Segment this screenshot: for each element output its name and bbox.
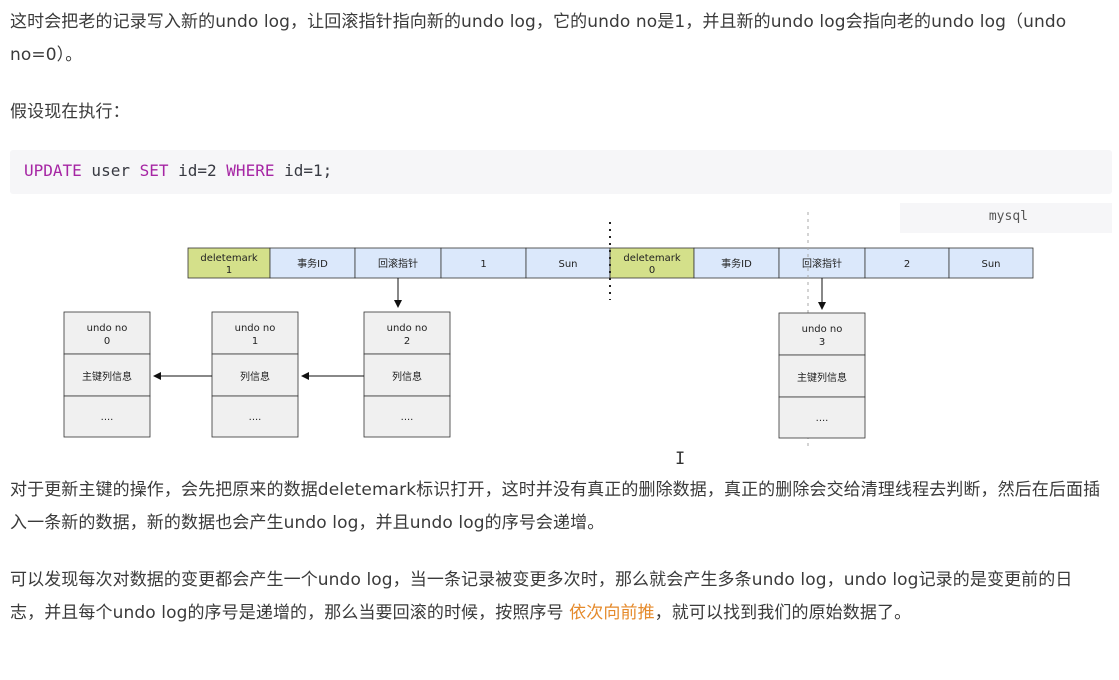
code-language-box: mysql [900,203,1112,233]
text-cursor-icon: I [675,449,686,469]
name-value: Sun [981,259,1000,270]
name-cell [525,247,611,279]
undo-more: .... [816,413,829,424]
paragraph-conclusion: 可以发现每次对数据的变更都会产生一个undo log，当一条记录被变更多次时，那… [10,564,1105,630]
undo-no-label: undo no [235,323,276,334]
deletemark-label: deletemark [200,253,257,264]
undo-log-0: undo no 0 主键列信息 .... [63,311,151,438]
keyword-update: UPDATE [24,161,82,180]
undo-log-3: undo no 3 主键列信息 .... [778,312,866,439]
rollptr-label: 回滚指针 [378,257,418,270]
deletemark-label: deletemark [623,253,680,264]
undo-no-value: 2 [404,336,410,347]
paragraph-update-primary-key: 对于更新主键的操作，会先把原来的数据deletemark标识打开，这时并没有真正… [10,480,1101,533]
undo-no-value: 1 [252,336,258,347]
record-row-old: deletemark 1 事务ID 回滚指针 1 Sun [187,247,611,279]
undo-more: .... [401,412,414,423]
name-value: Sun [558,259,577,270]
highlight-step-back: 依次向前推 [569,603,655,623]
undo-info: 主键列信息 [797,371,847,384]
undo-info: 主键列信息 [82,370,132,383]
id-value: 2 [904,259,910,270]
keyword-set: SET [139,161,169,180]
txid-label: 事务ID [297,257,328,270]
conclusion-text-a: 可以发现每次对数据的变更都会产生一个undo log，当一条记录被变更多次时，那… [10,570,1073,623]
undo-log-2: undo no 2 列信息 .... [363,311,451,438]
code-part-1: user [81,161,140,180]
record-row-new: deletemark 0 事务ID 回滚指针 2 Sun [609,247,1034,279]
rollptr-label: 回滚指针 [802,257,842,270]
undo-no-value: 3 [819,337,825,348]
undo-no-value: 0 [104,336,110,347]
code-language-label: mysql [988,209,1028,224]
keyword-where: WHERE [226,161,275,180]
deletemark-cell [187,247,271,279]
txid-label: 事务ID [721,257,752,270]
id-cell [864,247,950,279]
sql-code: UPDATE user SET id=2 WHERE id=1; [24,161,332,180]
undo-no-label: undo no [802,324,843,335]
undo-log-diagram: deletemark 1 事务ID 回滚指针 1 Sun deletemark … [63,212,1034,450]
id-value: 1 [480,259,486,270]
undo-info: 列信息 [240,370,270,383]
undo-log-1: undo no 1 列信息 .... [211,311,299,438]
conclusion-text-b: ，就可以找到我们的原始数据了。 [654,603,912,623]
deletemark-cell [609,247,695,279]
name-cell [948,247,1034,279]
undo-info: 列信息 [392,370,422,383]
code-part-2: id=2 [168,161,227,180]
paragraph-undo-chain: 这时会把老的记录写入新的undo log，让回滚指针指向新的undo log，它… [10,12,1067,65]
undo-no-label: undo no [387,323,428,334]
rollptr-cell [778,247,866,279]
paragraph-assume-execute: 假设现在执行： [10,102,130,122]
undo-more: .... [101,412,114,423]
code-block[interactable]: UPDATE user SET id=2 WHERE id=1; [10,150,1112,194]
txid-cell [693,247,780,279]
id-cell [440,247,527,279]
deletemark-value: 1 [226,265,232,276]
undo-more: .... [249,412,262,423]
deletemark-value: 0 [649,265,655,276]
undo-no-label: undo no [87,323,128,334]
code-part-3: id=1; [274,161,333,180]
